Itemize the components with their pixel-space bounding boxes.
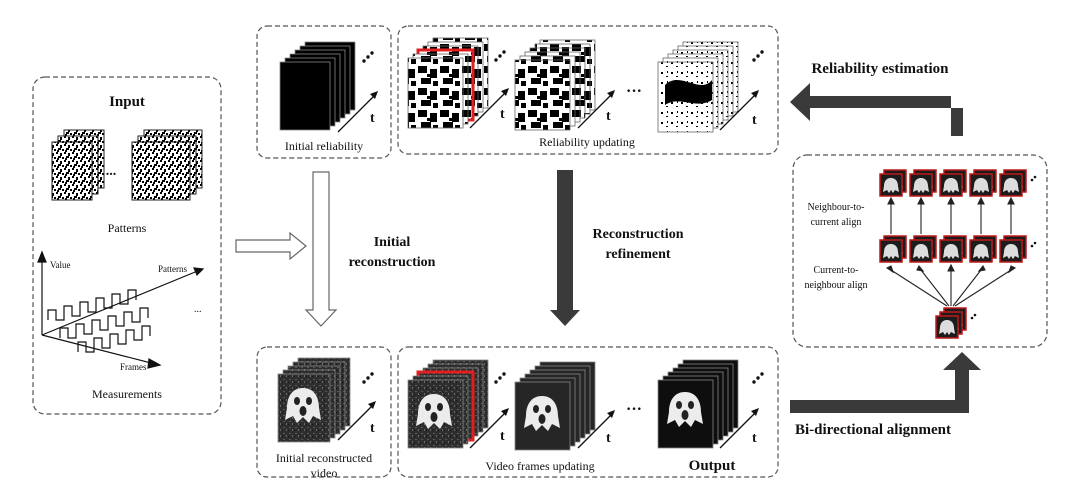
n2c-label-2: current align: [811, 217, 862, 228]
initial-reliability-t: t: [370, 111, 375, 126]
reliability-ellipsis: ···: [626, 83, 642, 100]
video-updating-label: Video frames updating: [485, 459, 594, 473]
input-panel: Input ... Patterns Value Patterns Frame: [32, 76, 222, 415]
alignment-panel-border: [792, 154, 1048, 348]
reliability-stack-2: [514, 39, 596, 131]
reconstruction-refinement-line1: Reconstruction: [593, 227, 684, 242]
patterns-ellipsis: ...: [106, 164, 117, 179]
aligned-row-top: [879, 169, 1037, 197]
video-updating-border: [397, 346, 779, 478]
pattern-stack-right: [131, 129, 203, 201]
output-label: Output: [689, 458, 736, 474]
patterns-label: Patterns: [108, 221, 147, 235]
reliability-t-3: t: [752, 113, 757, 128]
measurement-plot: [37, 250, 205, 369]
axis-ellipsis: ...: [194, 304, 202, 315]
bidirectional-arrow: [790, 352, 981, 413]
reliability-t-1: t: [500, 107, 505, 122]
video-t-3: t: [752, 431, 757, 446]
dark-arrow-down: [550, 170, 580, 326]
reliability-black-stack: [279, 41, 356, 131]
reliability-estimation-arrow: [790, 83, 963, 136]
c2n-label-2: neighbour align: [804, 280, 867, 291]
current-frame: [935, 307, 977, 339]
alignment-panel: Neighbour-to- current align Current-to- …: [792, 154, 1048, 348]
initial-video-label-1: Initial reconstructed: [276, 451, 372, 465]
initial-reconstruction-line1: Initial: [374, 235, 411, 250]
reliability-estimation-label: Reliability estimation: [811, 61, 949, 77]
axis-value-label: Value: [50, 260, 71, 270]
n2c-arrows: [887, 196, 1015, 234]
hollow-arrow-right: [235, 231, 307, 261]
input-title: Input: [109, 94, 145, 110]
bidirectional-label: Bi-directional alignment: [795, 422, 951, 438]
initial-reliability-label: Initial reliability: [285, 139, 363, 153]
measurements-label: Measurements: [92, 387, 162, 401]
video-ellipsis: ···: [626, 401, 642, 418]
c2n-arrows: [885, 263, 1017, 307]
input-panel-border: [32, 76, 222, 415]
initial-video-t: t: [370, 421, 375, 436]
initial-video-panel: t Initial reconstructed video: [256, 346, 392, 480]
video-t-2: t: [606, 431, 611, 446]
reliability-updating-border: [397, 25, 779, 155]
video-t-1: t: [500, 429, 505, 444]
reliability-stack-1: [407, 37, 489, 129]
aligned-row-middle: [879, 235, 1037, 263]
video-updating-panel: t t ··· t Video frames updating Output: [397, 346, 779, 478]
initial-video-border: [256, 346, 392, 478]
initial-reliability-border: [256, 25, 392, 159]
n2c-label-1: Neighbour-to-: [807, 202, 864, 213]
c2n-label-1: Current-to-: [814, 265, 859, 276]
axis-patterns-label: Patterns: [158, 264, 187, 274]
initial-reliability-panel: t Initial reliability: [256, 25, 392, 159]
reconstruction-refinement-line2: refinement: [605, 247, 670, 262]
initial-video-label-2: video: [311, 466, 338, 480]
reliability-updating-panel: t t ··· t Reliability updating: [397, 25, 779, 155]
pattern-stack-left: [51, 129, 105, 201]
axis-frames-label: Frames: [120, 362, 147, 372]
hollow-arrow-down: [304, 171, 338, 327]
reliability-t-2: t: [606, 109, 611, 124]
initial-reconstruction-line2: reconstruction: [349, 255, 436, 270]
time-axis: [337, 51, 378, 133]
reliability-stack-3: [657, 41, 739, 133]
reliability-updating-label: Reliability updating: [539, 135, 635, 149]
